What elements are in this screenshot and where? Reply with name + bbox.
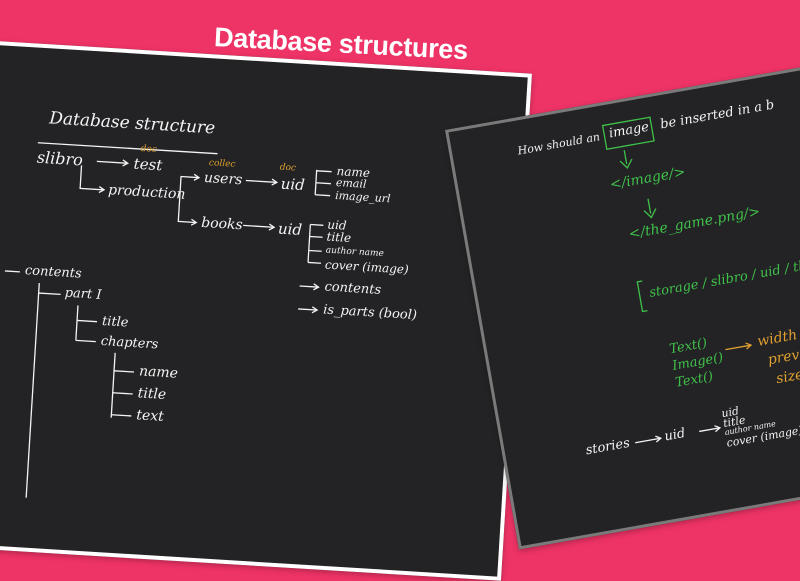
arrow-contents-root [4, 270, 20, 273]
tag-doc-test: doc [140, 144, 158, 155]
tree-chapter-name: name [138, 363, 179, 382]
storage-bracket [636, 280, 648, 313]
node-books: books [200, 214, 244, 234]
part-children-bracket [75, 305, 79, 341]
tree-chapter-text: text [135, 407, 165, 425]
arrow-down-1 [619, 158, 633, 169]
arrow-users-uid [245, 179, 276, 183]
right-board-connectors [601, 116, 753, 444]
tree-part-title: title [101, 313, 129, 331]
arrow-slibro-production [79, 165, 104, 191]
arrow-stories-uid [635, 437, 660, 444]
arrow-part [38, 292, 61, 296]
node-books-uid: uid [277, 219, 303, 239]
arrow-test-users [179, 175, 199, 192]
image-highlight-box [601, 116, 655, 150]
arrow-is-parts [298, 308, 317, 311]
node-users: users [203, 169, 243, 189]
left-blackboard: Database structure slibro doc test produ… [0, 40, 532, 581]
arrow-books-uid [243, 224, 274, 228]
contents-tree-spine [25, 283, 40, 498]
tree-chapter-title: title [137, 385, 167, 404]
arrow-slibro-test [96, 160, 127, 164]
arrow-production-books [177, 191, 196, 224]
arrow-contents [299, 285, 318, 288]
arrow-widget-note [725, 344, 751, 351]
arrow-uid-fields [699, 427, 720, 433]
node-uid: uid [280, 174, 306, 195]
node-slibro: slibro [36, 147, 84, 170]
left-board-connectors [4, 142, 332, 498]
tag-collec-users: collec [208, 158, 236, 170]
chapter-children-bracket [110, 352, 116, 418]
tree-part: part I [64, 285, 102, 303]
tag-doc-uid: doc [279, 162, 297, 174]
arrow-down-2 [643, 208, 657, 219]
book-field-title: title [326, 229, 352, 246]
book-fields-bracket [307, 224, 312, 263]
right-blackboard: How should an image be inserted in a b <… [445, 38, 800, 550]
node-test: test [133, 154, 163, 175]
heading-underline [37, 142, 218, 155]
